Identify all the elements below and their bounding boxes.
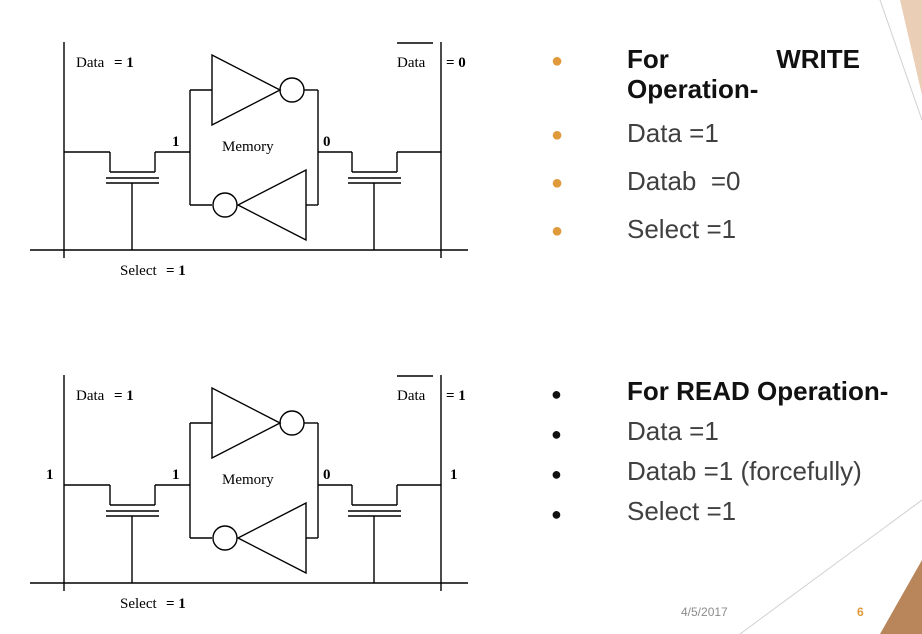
left-node-value: 1 <box>172 134 180 150</box>
write-heading: ● For WRITE Operation- <box>540 44 860 104</box>
left-node-value: 1 <box>172 467 180 483</box>
select-value: = 1 <box>166 263 186 279</box>
list-item-text: Datab =0 <box>627 166 741 196</box>
bullet-icon: ● <box>551 220 564 242</box>
datab-value: = 0 <box>446 55 466 71</box>
slide-date: 4/5/2017 <box>681 605 728 619</box>
list-item: ● Datab =1 (forcefully) <box>540 456 888 486</box>
read-heading: ● For READ Operation- <box>540 376 888 406</box>
bullet-icon: ● <box>551 384 562 404</box>
list-item-text: Select =1 <box>627 496 737 526</box>
data-label: Data <box>76 55 105 71</box>
memory-label: Memory <box>222 472 274 488</box>
sram-cell-read-diagram: Data = 1 Data = 1 1 1 1 0 Memory Select … <box>30 375 468 612</box>
data-value: = 1 <box>114 55 134 71</box>
list-item-text: Data =1 <box>627 416 719 446</box>
list-item: ● Select =1 <box>540 496 888 526</box>
write-heading-word1: For <box>627 44 669 74</box>
datab-label: Data <box>397 388 426 404</box>
list-item: ● Data =1 <box>540 416 888 446</box>
list-item-text: Data =1 <box>627 118 719 148</box>
bullet-icon: ● <box>551 50 564 72</box>
bullet-icon: ● <box>551 424 562 444</box>
select-value: = 1 <box>166 596 186 612</box>
bullet-icon: ● <box>551 124 564 146</box>
list-item: ● Select =1 <box>540 214 860 244</box>
right-node-value: 0 <box>323 134 331 150</box>
read-operation-list: ● For READ Operation- ● Data =1 ● Datab … <box>540 376 888 526</box>
left-bitline-value: 1 <box>46 467 54 483</box>
list-item-text: Datab =1 (forcefully) <box>627 456 862 486</box>
datab-label: Data <box>397 55 426 71</box>
write-heading-word2: WRITE <box>776 44 860 74</box>
datab-value: = 1 <box>446 388 466 404</box>
sram-cell-write-diagram: Data = 1 Data = 0 1 0 Memory Select = 1 <box>30 42 468 279</box>
data-label: Data <box>76 388 105 404</box>
data-value: = 1 <box>114 388 134 404</box>
bullet-icon: ● <box>551 172 564 194</box>
list-item: ● Data =1 <box>540 118 860 148</box>
bullet-icon: ● <box>551 504 562 524</box>
write-heading-line2: Operation- <box>627 74 759 104</box>
slide-page-number: 6 <box>857 605 864 619</box>
right-bitline-value: 1 <box>450 467 458 483</box>
bullet-icon: ● <box>551 464 562 484</box>
read-heading-text: For READ Operation- <box>627 376 889 406</box>
select-label: Select <box>120 263 157 279</box>
memory-label: Memory <box>222 139 274 155</box>
right-node-value: 0 <box>323 467 331 483</box>
list-item-text: Select =1 <box>627 214 737 244</box>
write-operation-list: ● For WRITE Operation- ● Data =1 ● Datab… <box>540 44 860 244</box>
list-item: ● Datab =0 <box>540 166 860 196</box>
select-label: Select <box>120 596 157 612</box>
